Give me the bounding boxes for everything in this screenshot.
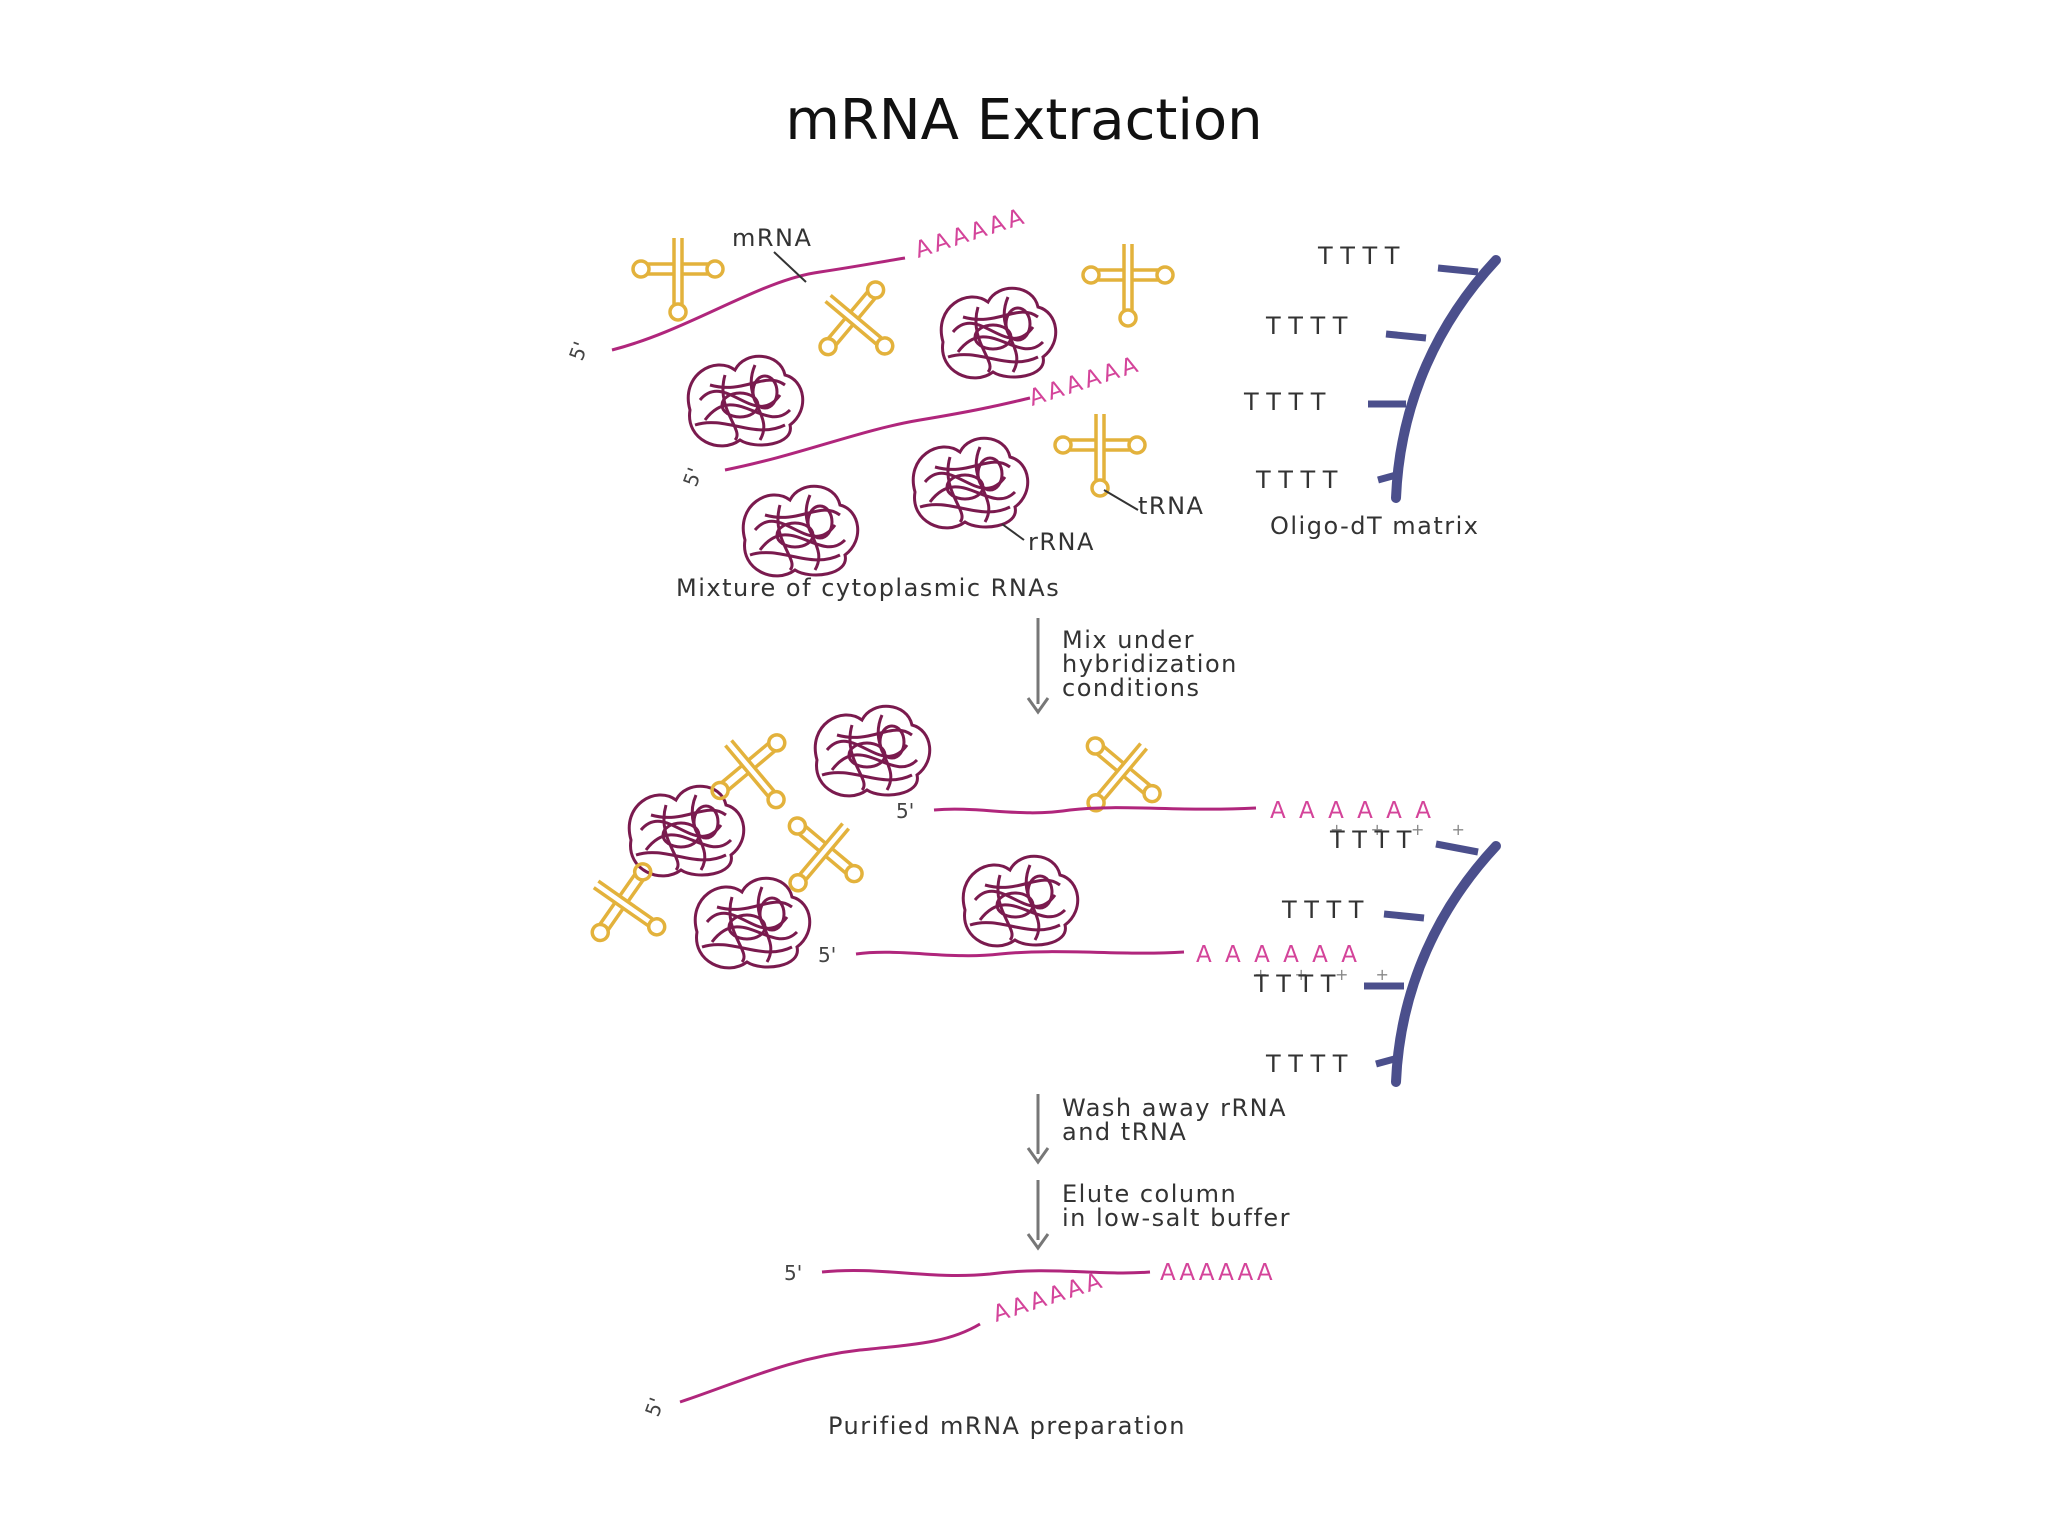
step-wash-line: and tRNA bbox=[1062, 1118, 1187, 1146]
trna-molecule bbox=[568, 845, 691, 971]
oligo-dt-matrix-label: Oligo-dT matrix bbox=[1270, 512, 1480, 540]
poly-a-tail: AAAAAA bbox=[912, 203, 1030, 263]
oligo-dt-tttt: TTTT bbox=[1243, 388, 1333, 416]
oligo-dt-tttt: TTTT bbox=[1265, 312, 1355, 340]
matrix-linker bbox=[1377, 470, 1401, 484]
matrix-linker bbox=[1435, 840, 1479, 856]
trna-molecule bbox=[631, 236, 725, 322]
rrna-molecule bbox=[939, 286, 1058, 380]
mrna-label: mRNA bbox=[732, 224, 812, 252]
oligo-dt-tttt: TTTT bbox=[1329, 826, 1419, 854]
hydrogen-bonds: + + + + bbox=[1330, 820, 1476, 839]
matrix-linker bbox=[1385, 330, 1427, 342]
rrna-molecule bbox=[693, 876, 812, 970]
trna-label: tRNA bbox=[1138, 492, 1204, 520]
slide-title: mRNA Extraction bbox=[785, 88, 1263, 153]
rrna-molecule bbox=[741, 484, 860, 578]
step-mix-line: Mix under bbox=[1062, 626, 1195, 654]
oligo-dt-tttt: TTTT bbox=[1255, 466, 1345, 494]
mrna-strand bbox=[724, 396, 1031, 472]
rrna-molecule bbox=[627, 784, 746, 878]
mixture-label: Mixture of cytoplasmic RNAs bbox=[676, 574, 1060, 602]
five-prime-label: 5' bbox=[784, 1261, 802, 1285]
poly-a-tail: A A A A A A bbox=[1270, 798, 1434, 824]
mrna-leader-line bbox=[773, 251, 807, 283]
rrna-label: rRNA bbox=[1028, 528, 1095, 556]
trna-molecule bbox=[1081, 242, 1175, 328]
trna-molecule bbox=[797, 262, 922, 388]
step-elute-line: Elute column bbox=[1062, 1180, 1237, 1208]
five-prime-label: 5' bbox=[896, 799, 914, 823]
rrna-molecule bbox=[686, 354, 805, 448]
trna-molecule bbox=[1053, 412, 1147, 498]
step-arrow bbox=[1026, 1094, 1050, 1165]
oligo-dt-tttt: TTTT bbox=[1253, 970, 1343, 998]
mrna-strand bbox=[679, 1322, 981, 1404]
five-prime-label: 5' bbox=[678, 464, 707, 489]
step-mix-line: hybridization bbox=[1062, 650, 1238, 678]
oligo-dt-tttt: TTTT bbox=[1265, 1050, 1355, 1078]
mrna-strand bbox=[933, 806, 1257, 815]
mrna-strand bbox=[611, 256, 906, 352]
oligo-dt-matrix bbox=[1391, 841, 1501, 1087]
step-arrow bbox=[1026, 1180, 1050, 1251]
five-prime-label: 5' bbox=[564, 338, 593, 363]
mrna-strand bbox=[821, 1269, 1151, 1277]
mrna-strand bbox=[855, 950, 1185, 958]
matrix-linker bbox=[1383, 910, 1425, 922]
five-prime-label: 5' bbox=[818, 943, 836, 967]
rrna-leader-line bbox=[1001, 523, 1025, 541]
oligo-dt-tttt: TTTT bbox=[1317, 242, 1407, 270]
step-arrow bbox=[1026, 618, 1050, 715]
matrix-linker bbox=[1437, 264, 1479, 276]
trna-molecule bbox=[1054, 715, 1180, 840]
five-prime-label: 5' bbox=[640, 1394, 669, 1419]
trna-leader-line bbox=[1103, 489, 1139, 511]
rrna-molecule bbox=[911, 436, 1030, 530]
matrix-linker bbox=[1375, 1054, 1399, 1068]
hydrogen-bonds: + + + + bbox=[1254, 965, 1400, 984]
purified-label: Purified mRNA preparation bbox=[828, 1412, 1186, 1440]
step-wash-line: Wash away rRNA bbox=[1062, 1094, 1287, 1122]
oligo-dt-tttt: TTTT bbox=[1281, 896, 1371, 924]
oligo-dt-matrix bbox=[1391, 255, 1501, 503]
poly-a-tail: AAAAAA bbox=[990, 1267, 1108, 1327]
rrna-molecule bbox=[813, 704, 932, 798]
rrna-molecule bbox=[961, 854, 1080, 948]
step-elute-line: in low-salt buffer bbox=[1062, 1204, 1291, 1232]
poly-a-tail: A A A A A A bbox=[1196, 942, 1360, 968]
poly-a-tail: AAAAAA bbox=[1160, 1260, 1276, 1286]
step-mix-line: conditions bbox=[1062, 674, 1200, 702]
